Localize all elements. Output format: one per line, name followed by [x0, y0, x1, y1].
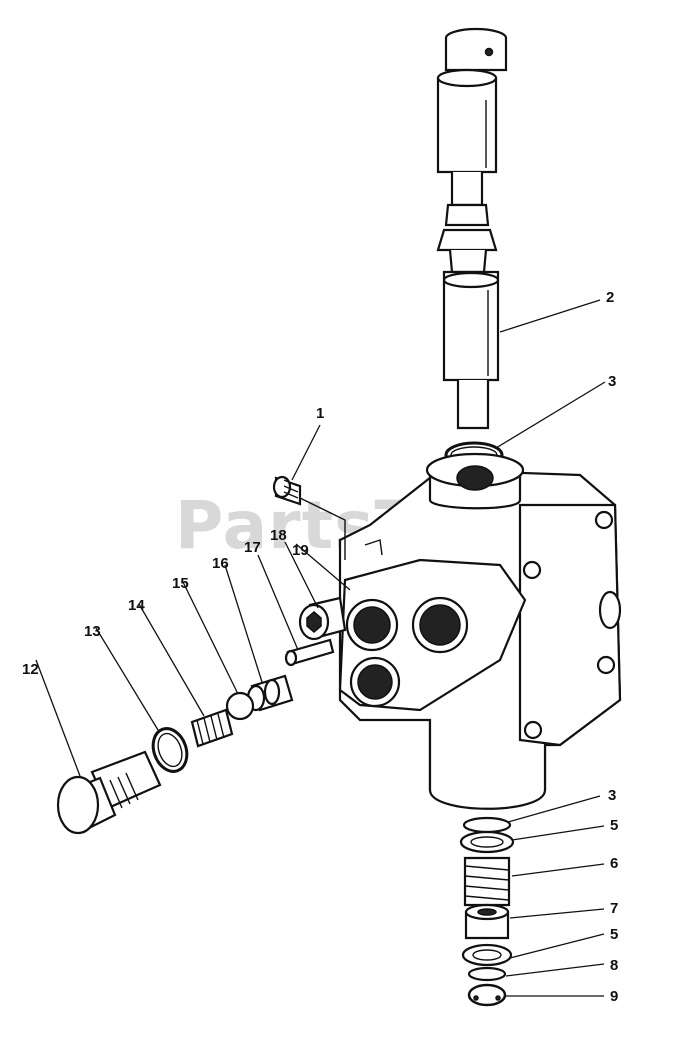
callout-3-bottom[interactable]: 3	[608, 787, 616, 804]
o-ring-plug-part[interactable]	[147, 724, 192, 776]
callout-18[interactable]: 18	[270, 527, 287, 544]
callout-5-lower[interactable]: 5	[610, 926, 618, 943]
callout-labels: 2 3 1 18 19 17 16 15 14 13 12 3 5 6 7 5 …	[22, 289, 618, 1005]
hex-plug-part[interactable]	[56, 750, 162, 835]
pin-part[interactable]	[284, 638, 335, 667]
callout-14[interactable]: 14	[128, 597, 145, 614]
callout-3-top[interactable]: 3	[608, 373, 616, 390]
snap-ring-part[interactable]	[467, 983, 507, 1007]
bottom-o-ring-part[interactable]	[462, 816, 512, 834]
washer-lower-part[interactable]	[461, 943, 513, 967]
leader-lines	[35, 299, 606, 997]
valve-spool-part[interactable]	[436, 27, 508, 430]
ball-part[interactable]	[225, 691, 255, 721]
callout-13[interactable]: 13	[84, 623, 101, 640]
poppet-part[interactable]	[246, 674, 294, 712]
callout-15[interactable]: 15	[172, 575, 189, 592]
callout-1[interactable]: 1	[316, 405, 324, 422]
socket-plug-part[interactable]	[298, 596, 347, 641]
callout-19[interactable]: 19	[292, 542, 309, 559]
valve-body-part[interactable]	[299, 452, 622, 810]
callout-8[interactable]: 8	[610, 957, 618, 974]
callout-2[interactable]: 2	[606, 289, 614, 306]
callout-5-upper[interactable]: 5	[610, 817, 618, 834]
screw-part[interactable]	[467, 966, 507, 982]
callout-16[interactable]: 16	[212, 555, 229, 572]
centering-spring-part[interactable]	[463, 856, 511, 907]
callout-12[interactable]: 12	[22, 661, 39, 678]
spring-part[interactable]	[190, 708, 234, 748]
callout-6[interactable]: 6	[610, 855, 618, 872]
washer-upper-part[interactable]	[459, 830, 515, 854]
plug-part[interactable]	[272, 475, 302, 506]
callout-7[interactable]: 7	[610, 900, 618, 917]
callout-9[interactable]: 9	[610, 988, 618, 1005]
callout-17[interactable]: 17	[244, 539, 261, 556]
spacer-part[interactable]	[464, 903, 510, 940]
